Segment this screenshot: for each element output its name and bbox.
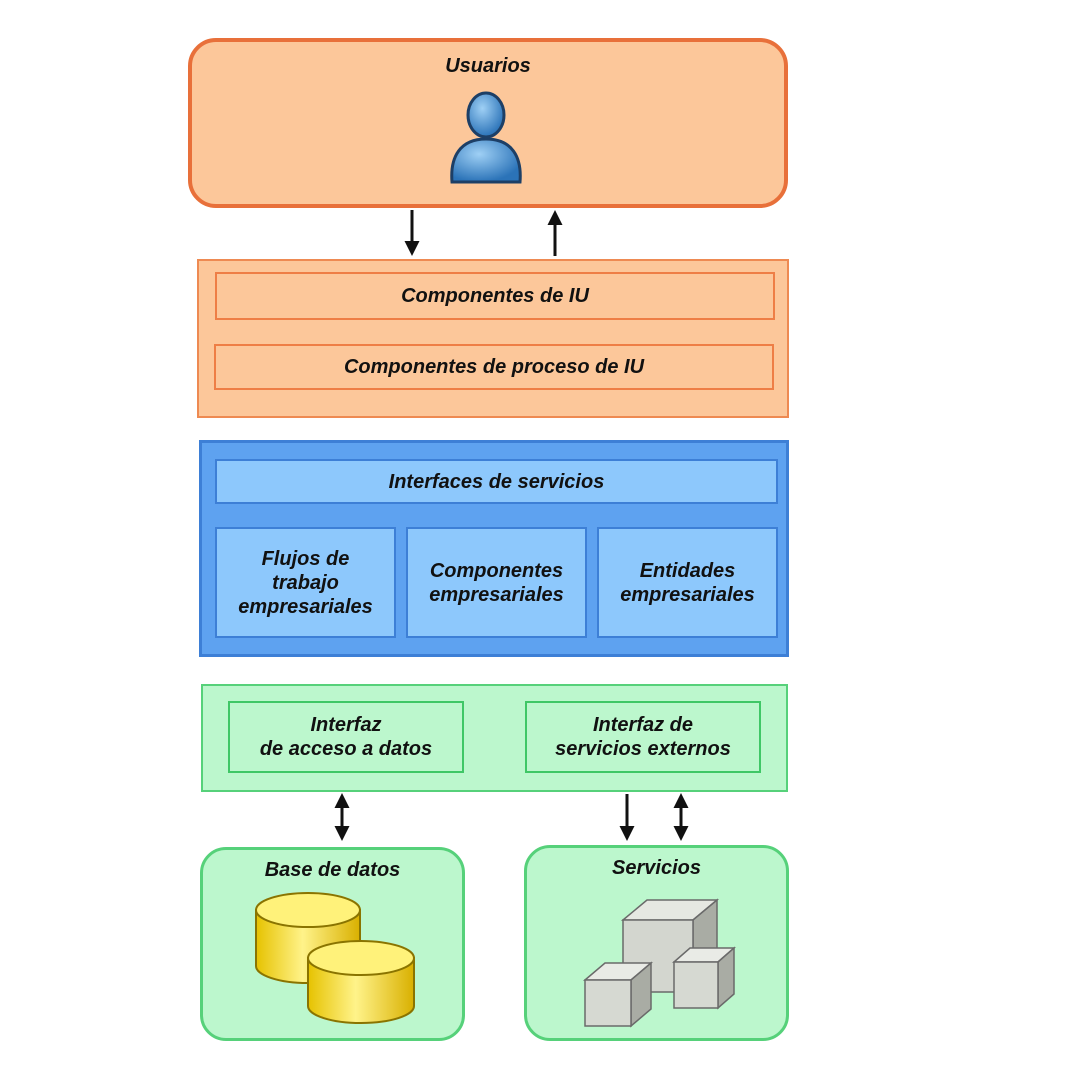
ui-process-components: Componentes de proceso de IU — [214, 344, 774, 390]
data-access-line-1: Interfaz — [310, 714, 382, 736]
external-services-interface: Interfaz de servicios externos — [525, 701, 761, 773]
entities-line-2: empresariales — [620, 583, 755, 606]
components-line-2: empresariales — [429, 583, 564, 606]
workflows-line-2: trabajo — [272, 571, 339, 594]
entities-line-1: Entidades — [639, 559, 736, 582]
external-line-1: Interfaz de — [592, 714, 694, 736]
workflows-line-1: Flujos de — [261, 547, 350, 570]
data-access-interface: Interfaz de acceso a datos — [228, 701, 464, 773]
business-workflows: Flujos de trabajo empresariales — [215, 527, 396, 638]
services-store: Servicios — [524, 845, 789, 1041]
ui-components: Componentes de IU — [215, 272, 775, 320]
users-box: Usuarios — [188, 38, 788, 208]
external-line-2: servicios externos — [555, 738, 731, 760]
database-store: Base de datos — [200, 847, 465, 1041]
services-title: Servicios — [612, 857, 701, 879]
business-components: Componentes empresariales — [406, 527, 587, 638]
service-interfaces: Interfaces de servicios — [215, 459, 778, 504]
business-entities: Entidades empresariales — [597, 527, 778, 638]
users-title: Usuarios — [445, 55, 531, 77]
database-icon — [255, 892, 415, 1024]
data-access-line-2: de acceso a datos — [259, 738, 433, 760]
user-icon — [450, 91, 522, 184]
boxes-icon — [582, 898, 736, 1028]
workflows-line-3: empresariales — [238, 595, 373, 618]
database-title: Base de datos — [264, 859, 401, 881]
components-line-1: Componentes — [429, 559, 564, 582]
